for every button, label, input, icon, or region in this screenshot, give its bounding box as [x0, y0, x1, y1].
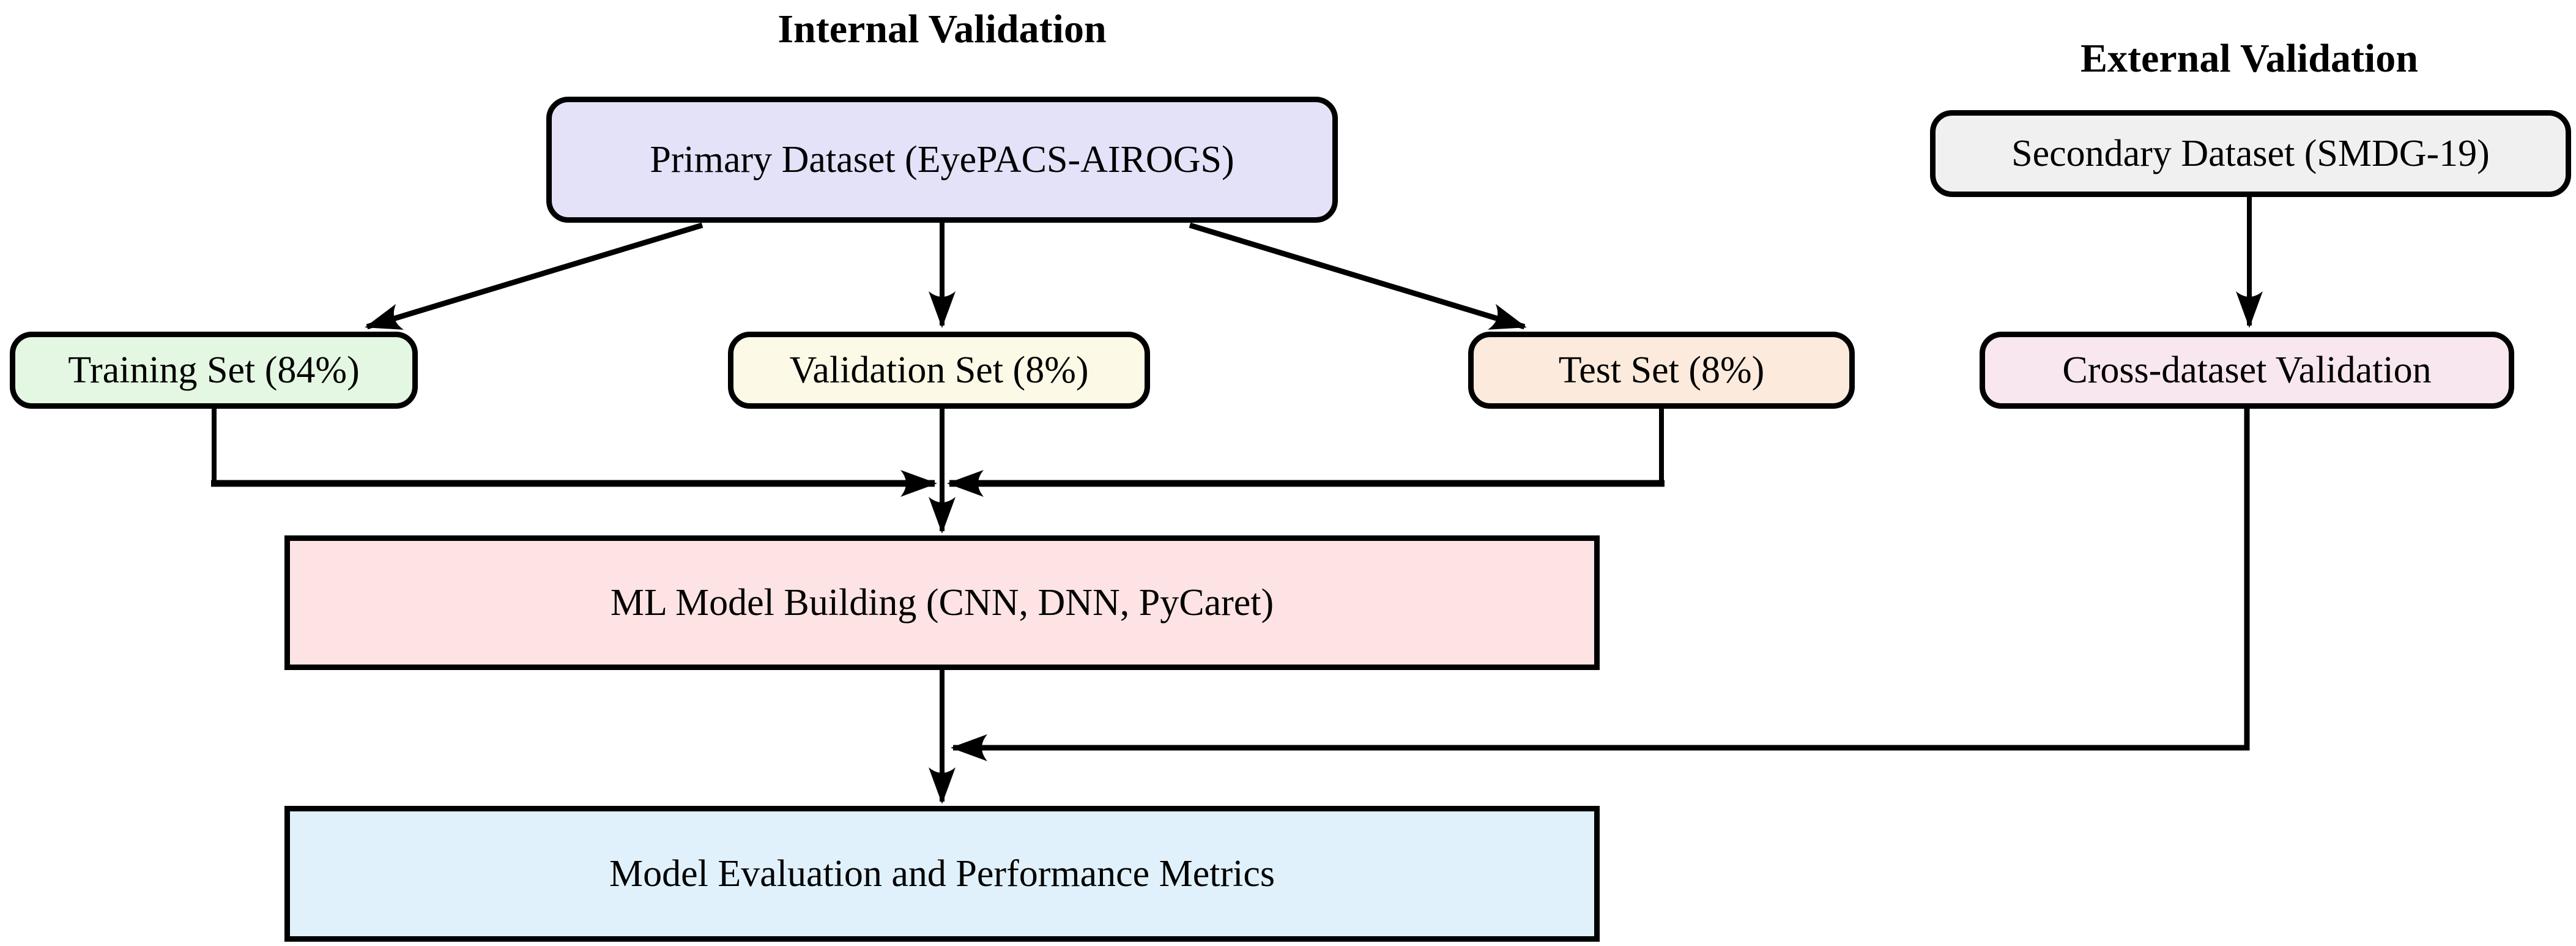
node-primary-dataset-label: Primary Dataset (EyePACS-AIROGS)	[650, 138, 1234, 181]
external-validation-title: External Validation	[2080, 36, 2418, 81]
arrow-primary-to-test	[1189, 222, 1527, 330]
node-training-set: Training Set (84%)	[10, 332, 418, 409]
node-model-evaluation-label: Model Evaluation and Performance Metrics	[609, 852, 1275, 895]
node-secondary-dataset: Secondary Dataset (SMDG-19)	[1930, 110, 2571, 197]
node-secondary-dataset-label: Secondary Dataset (SMDG-19)	[2011, 132, 2490, 174]
node-ml-model-building: ML Model Building (CNN, DNN, PyCaret)	[284, 535, 1600, 670]
node-test-set: Test Set (8%)	[1468, 332, 1855, 409]
node-model-evaluation: Model Evaluation and Performance Metrics	[284, 806, 1600, 942]
node-ml-model-building-label: ML Model Building (CNN, DNN, PyCaret)	[610, 581, 1274, 624]
node-test-set-label: Test Set (8%)	[1558, 349, 1765, 391]
node-training-set-label: Training Set (84%)	[68, 349, 360, 391]
node-cross-dataset-validation: Cross-dataset Validation	[1980, 332, 2514, 409]
node-primary-dataset: Primary Dataset (EyePACS-AIROGS)	[546, 97, 1338, 223]
node-validation-set: Validation Set (8%)	[728, 332, 1150, 409]
internal-validation-title: Internal Validation	[778, 7, 1107, 51]
node-cross-dataset-validation-label: Cross-dataset Validation	[2062, 349, 2432, 391]
arrow-primary-to-training	[365, 222, 703, 330]
node-validation-set-label: Validation Set (8%)	[789, 349, 1089, 391]
